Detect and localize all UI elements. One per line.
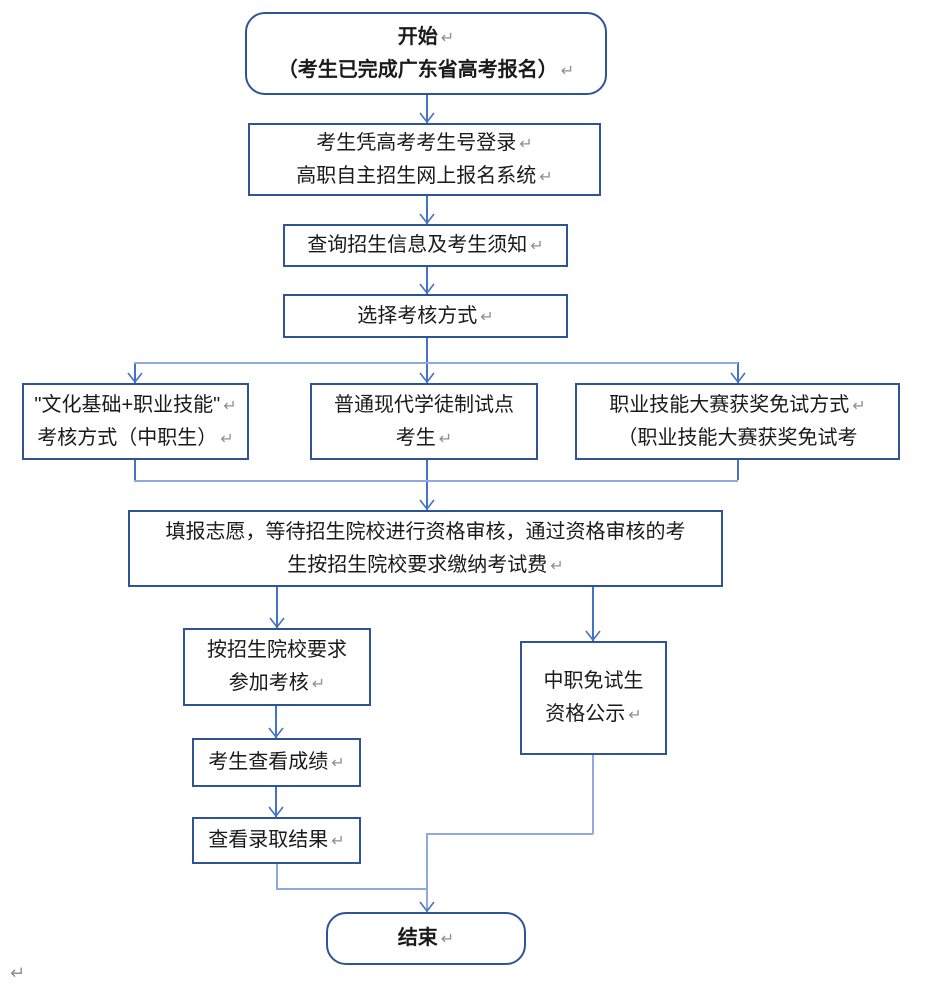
paragraph-return-icon: ↵	[530, 236, 544, 255]
connector-start-login	[426, 95, 428, 123]
paragraph-return-icon: ↵	[440, 27, 455, 47]
node-query-line1: 查询招生信息及考生须知↵	[307, 234, 544, 256]
connector-choose-split	[426, 338, 428, 363]
node-publicity: 中职免试生 资格公示↵	[520, 641, 667, 755]
arrow-down-icon	[268, 806, 284, 817]
node-login: 考生凭高考考生号登录↵ 高职自主招生网上报名系统↵	[248, 123, 601, 196]
node-branch-culture-line2: 考核方式（中职生）↵	[37, 426, 234, 449]
arrow-down-icon	[419, 901, 435, 912]
node-branch-skill-line2: （职业技能大赛获奖免试考	[617, 426, 858, 449]
node-start: 开始↵ （考生已完成广东省高考报名）↵	[245, 12, 607, 95]
connector-merge-horizontal	[134, 480, 738, 482]
node-apply-line2: 生按招生院校要求缴纳考试费↵	[287, 553, 564, 576]
connector-apply-publicity	[592, 587, 594, 641]
arrow-down-icon	[419, 213, 435, 224]
node-publicity-line2: 资格公示↵	[545, 703, 642, 725]
connector-score-result	[275, 787, 277, 817]
connector-exam-score	[275, 706, 277, 738]
node-end-line1: 结束↵	[397, 927, 455, 949]
node-apply-line1: 填报志愿，等待招生院校进行资格审核，通过资格审核的考	[165, 520, 686, 543]
paragraph-return-icon: ↵	[311, 674, 326, 693]
arrow-down-icon	[585, 630, 601, 641]
connector-result-horizontal	[276, 888, 427, 890]
node-login-line1: 考生凭高考考生号登录↵	[316, 131, 533, 154]
node-exam-line1: 按招生院校要求	[207, 639, 347, 661]
connector-culture-merge	[134, 460, 136, 480]
node-branch-skill-line1: 职业技能大赛获奖免试方式↵	[609, 393, 866, 416]
node-branch-culture: "文化基础+职业技能"↵ 考核方式（中职生）↵	[22, 383, 249, 460]
connector-apprentice-merge	[426, 460, 428, 480]
node-score: 考生查看成绩↵	[192, 738, 361, 787]
node-score-line1: 考生查看成绩↵	[208, 751, 345, 773]
paragraph-return-icon: ↵	[539, 166, 553, 186]
node-branch-skill: 职业技能大赛获奖免试方式↵ （职业技能大赛获奖免试考	[575, 383, 900, 460]
node-apply: 填报志愿，等待招生院校进行资格审核，通过资格审核的考 生按招生院校要求缴纳考试费…	[128, 510, 723, 587]
paragraph-return-icon: ↵	[550, 555, 564, 575]
node-choose: 选择考核方式↵	[283, 294, 568, 338]
paragraph-return-icon: ↵	[331, 831, 345, 850]
connector-login-query	[426, 196, 428, 224]
arrow-down-icon	[419, 283, 435, 294]
paragraph-return-icon: ↵	[560, 60, 575, 80]
node-branch-apprentice-line1: 普通现代学徒制试点	[334, 393, 514, 416]
paragraph-return-icon: ↵	[438, 428, 453, 448]
node-branch-apprentice-line2: 考生↵	[395, 426, 453, 449]
node-end: 结束↵	[326, 912, 526, 965]
paragraph-return-icon: ↵	[10, 963, 26, 984]
node-login-line2: 高职自主招生网上报名系统↵	[296, 164, 553, 187]
node-publicity-line1: 中职免试生	[543, 670, 644, 692]
node-result-line1: 查看录取结果↵	[208, 829, 345, 851]
arrow-down-icon	[127, 372, 143, 383]
connector-publicity-elbow	[592, 755, 594, 834]
connector-split-horizontal	[134, 362, 738, 364]
node-start-line2: （考生已完成广东省高考报名）↵	[277, 58, 575, 81]
connector-query-choose	[426, 267, 428, 294]
node-choose-line1: 选择考核方式↵	[357, 304, 494, 327]
arrow-down-icon	[419, 372, 435, 383]
connector-split-culture	[134, 362, 136, 383]
node-exam-line2: 参加考核↵	[228, 672, 326, 694]
arrow-down-icon	[269, 617, 285, 628]
node-branch-apprentice: 普通现代学徒制试点 考生↵	[310, 383, 538, 460]
connector-split-skill	[737, 362, 739, 383]
connector-split-apprentice	[426, 362, 428, 383]
arrow-down-icon	[730, 372, 746, 383]
connector-skill-merge	[737, 460, 739, 480]
node-exam: 按招生院校要求 参加考核↵	[183, 628, 371, 706]
connector-elbow-end	[426, 833, 428, 912]
arrow-down-icon	[268, 727, 284, 738]
paragraph-return-icon: ↵	[220, 428, 234, 448]
arrow-down-icon	[419, 112, 435, 123]
paragraph-return-icon: ↵	[519, 133, 533, 153]
paragraph-return-icon: ↵	[440, 929, 455, 948]
node-query: 查询招生信息及考生须知↵	[283, 224, 568, 267]
paragraph-return-icon: ↵	[223, 395, 237, 415]
arrow-down-icon	[419, 499, 435, 510]
node-branch-culture-line1: "文化基础+职业技能"↵	[34, 393, 237, 416]
node-result: 查看录取结果↵	[192, 817, 361, 864]
paragraph-return-icon: ↵	[331, 753, 345, 772]
paragraph-return-icon: ↵	[852, 395, 866, 415]
paragraph-return-icon: ↵	[628, 705, 642, 724]
connector-publicity-horizontal	[426, 833, 593, 835]
connector-apply-exam	[276, 587, 278, 628]
node-start-line1: 开始↵	[397, 25, 455, 48]
paragraph-return-icon: ↵	[480, 306, 494, 326]
connector-result-elbow	[276, 864, 278, 889]
connector-merge-apply	[426, 480, 428, 510]
